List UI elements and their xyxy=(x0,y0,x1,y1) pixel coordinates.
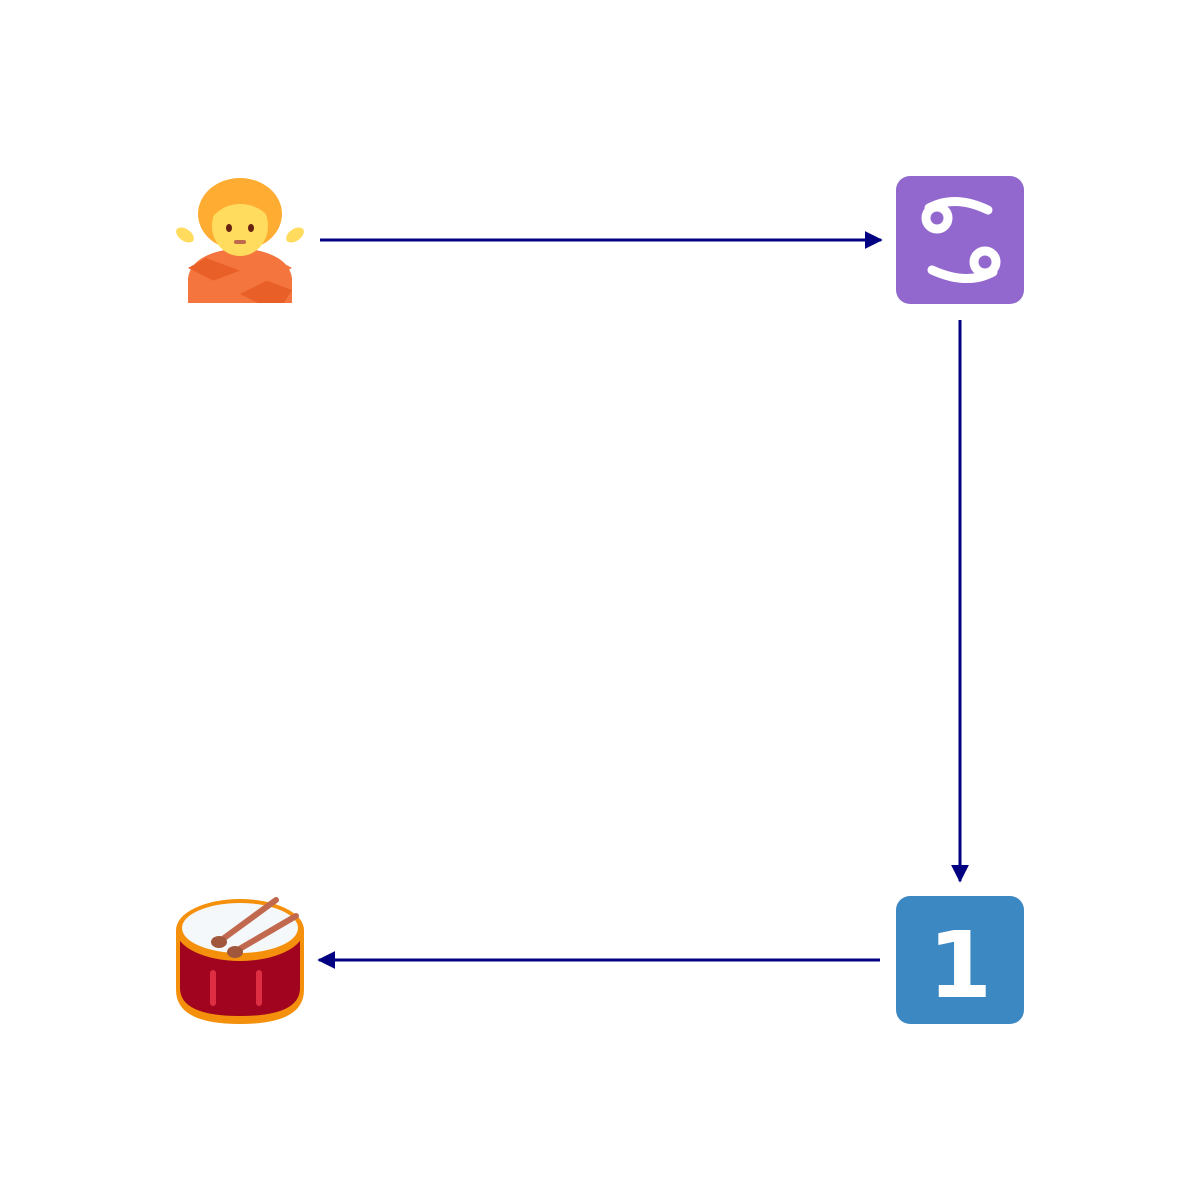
drum-icon xyxy=(176,897,304,1024)
keycap-label: 1 xyxy=(928,912,992,1019)
keycap-one-icon: 1 xyxy=(896,896,1024,1024)
cancer-zodiac-icon xyxy=(896,176,1024,304)
person-gesturing-no-icon xyxy=(176,178,304,303)
